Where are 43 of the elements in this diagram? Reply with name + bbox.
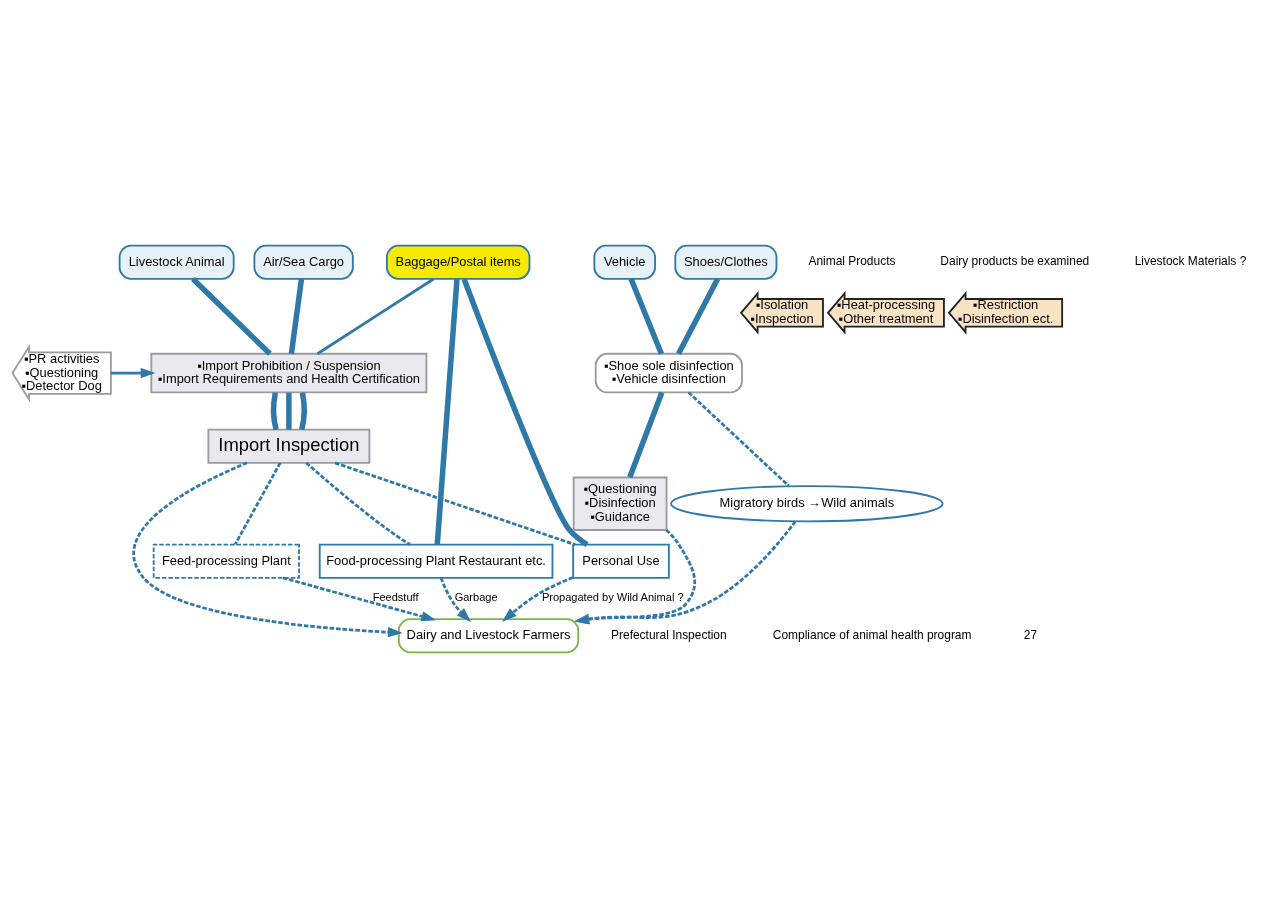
node-ellipse: Migratory birds →Wild animals [670,484,944,522]
connector [334,461,576,546]
label: Prefectural Inspection [611,627,727,642]
arrow [110,367,156,378]
arrow [502,575,574,622]
node-box: ▪Questioning ▪Disinfection ▪Guidance [572,476,668,531]
connector [461,277,589,547]
connector [316,277,435,355]
label: Dairy products be examined [940,253,1090,268]
connector [676,277,721,355]
node-box: Baggage/Postal items [385,244,531,280]
node-box: Livestock Animal [118,244,235,280]
node-box: Feed-processing Plant [152,543,300,579]
connector [288,278,305,354]
node-box: Vehicle [593,244,656,280]
connector [628,277,664,355]
node-box: ▪Import Prohibition / Suspension ▪Import Requirements and Health Certification [150,352,428,393]
node-box: Dairy and Livestock Farmers [397,617,580,653]
connector [687,390,790,487]
node-box: Air/Sea Cargo [253,244,354,280]
arrow [282,576,437,621]
connector [191,276,272,356]
label: Livestock Materials ? [1134,253,1247,268]
connector [233,461,282,545]
node-box: Shoes/Clothes [674,244,778,280]
connector [270,391,279,430]
node-box: ▪Shoe sole disinfection ▪Vehicle disinfection [594,352,743,393]
connector [305,461,411,546]
connector [434,278,460,545]
node-box: Personal Use [572,543,670,579]
node-box: Food-processing Plant Restaurant etc. [318,543,554,579]
label: 27 [1023,627,1038,642]
edge-label: Garbage [454,590,498,603]
connector [299,391,307,430]
arrow [439,576,471,622]
edge-label: Propagated by Wild Animal ? [541,590,684,603]
connector [627,391,665,478]
node-box: Import Inspection [207,428,371,464]
label: Animal Products [808,253,896,268]
edge-label: Feedstuff [372,590,419,603]
arrow [132,461,403,637]
connector [286,392,292,430]
label: Compliance of animal health program [772,627,972,642]
